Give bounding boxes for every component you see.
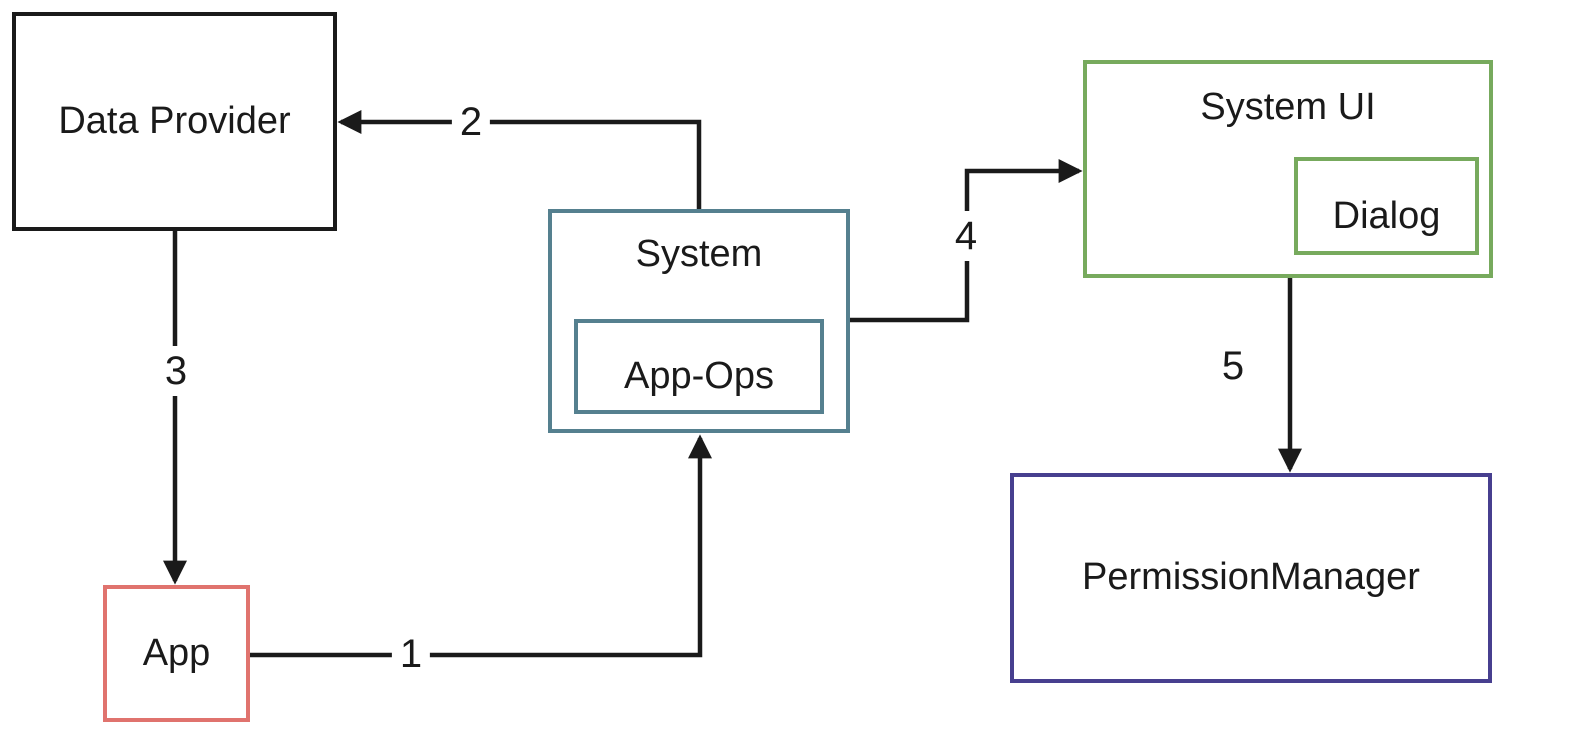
box-dialog: Dialog (1294, 157, 1479, 255)
app-ops-label: App-Ops (624, 354, 774, 397)
arrow-label-1: 1 (391, 629, 431, 679)
arrow-2-system-to-data-provider (337, 110, 702, 209)
box-system: System App-Ops (548, 209, 850, 433)
arrow-label-5: 5 (1213, 341, 1253, 391)
app-label: App (142, 631, 211, 674)
box-app: App (103, 585, 250, 722)
system-ui-label: System UI (1200, 86, 1376, 128)
dialog-label: Dialog (1332, 195, 1441, 238)
arrow-label-4: 4 (946, 211, 986, 261)
box-permission-manager: PermissionManager (1010, 473, 1492, 683)
arrow-label-2: 2 (451, 97, 491, 147)
arrow-1-app-to-system (250, 434, 712, 658)
box-system-ui: System UI Dialog (1083, 60, 1493, 278)
arrow-label-3: 3 (156, 346, 196, 396)
system-label: System (635, 233, 763, 275)
permission-manager-label: PermissionManager (1082, 556, 1420, 599)
box-app-ops: App-Ops (574, 319, 824, 414)
data-provider-label: Data Provider (58, 99, 291, 142)
box-data-provider: Data Provider (12, 12, 337, 231)
